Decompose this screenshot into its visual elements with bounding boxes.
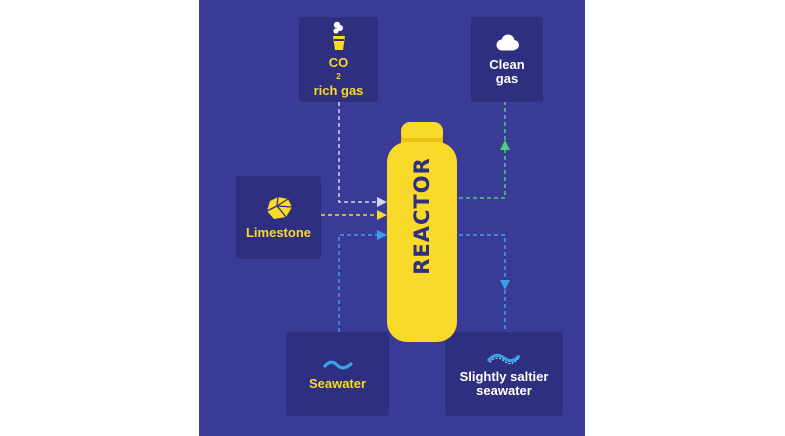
node-saltier-seawater: Slightly saltier seawater — [445, 332, 563, 416]
co2-label-line2: rich gas — [313, 83, 364, 98]
node-seawater: Seawater — [286, 332, 389, 416]
rock-icon — [266, 196, 292, 219]
arrowhead-seawater — [377, 230, 387, 240]
arrowhead-clean-gas — [500, 140, 510, 150]
flow-reactor-to-saltier-seawater — [459, 234, 506, 280]
arrowhead-co2 — [377, 197, 387, 207]
cloud-icon — [496, 34, 519, 51]
co2-label-prefix: CO — [328, 55, 349, 70]
reactor-label: REACTOR — [410, 157, 434, 275]
flow-reactor-to-clean-gas — [459, 150, 506, 199]
dotted-wave-icon — [487, 353, 521, 364]
limestone-label: Limestone — [245, 225, 311, 240]
flow-co2-to-reactor — [338, 102, 377, 203]
arrowhead-limestone — [377, 210, 387, 220]
saltier-label-line1: Slightly saltier — [459, 368, 549, 384]
arrowhead-saltier-seawater — [500, 280, 510, 290]
node-co2-rich-gas: CO 2 rich gas — [299, 17, 378, 102]
node-limestone: Limestone — [236, 176, 321, 259]
co2-label-subscript: 2 — [336, 72, 341, 81]
seawater-label: Seawater — [308, 375, 367, 391]
reactor-vessel — [387, 122, 457, 342]
node-clean-gas: Clean gas — [471, 17, 543, 102]
flow-seawater-to-reactor — [338, 234, 377, 332]
clean-gas-label-line1: Clean — [489, 57, 525, 72]
factory-smokestack-icon — [332, 21, 345, 50]
wave-icon — [322, 360, 353, 369]
diagram-panel: CO 2 rich gas Clean gas Limestone — [199, 0, 585, 436]
saltier-label-line2: seawater — [476, 382, 532, 398]
clean-gas-label-line2: gas — [495, 71, 519, 86]
flow-lines — [321, 102, 510, 332]
